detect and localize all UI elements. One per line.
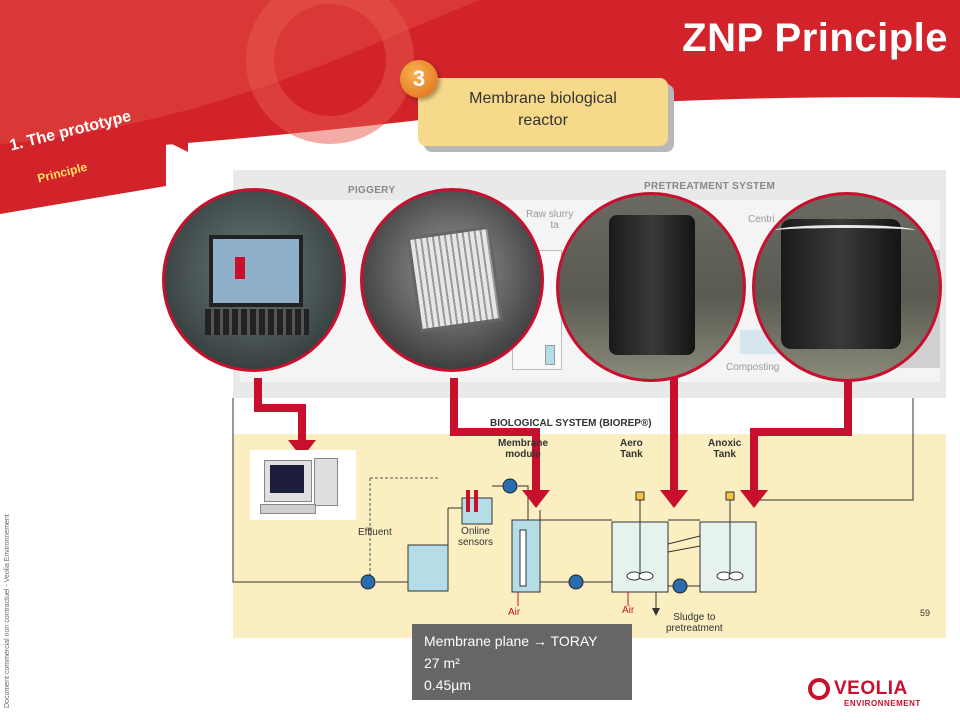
pretreatment-system-label: PRETREATMENT SYSTEM	[644, 181, 776, 192]
centrifuge-label: Centri	[748, 214, 775, 225]
aerobic-tank-line2: Tank	[620, 449, 643, 460]
online-sensors-line1: Online	[461, 526, 490, 537]
membrane-module-label: Membrane module	[498, 438, 548, 460]
membrane-module-line1: Membrane	[498, 438, 549, 449]
raw-slurry-line1: Raw slurry	[526, 209, 574, 220]
step-number-badge: 3	[400, 60, 438, 98]
step-box: Membrane biological reactor	[418, 78, 668, 146]
page-title: ZNP Principle	[682, 16, 948, 60]
side-disclaimer: Document commercial non contractuel - Ve…	[4, 514, 11, 708]
membrane-module-photo	[360, 188, 544, 372]
aerobic-tank-photo	[556, 192, 746, 382]
composting-label: Composting	[726, 362, 780, 373]
sludge-line1: Sludge to	[673, 612, 716, 623]
sludge-line2: pretreatment	[666, 623, 723, 634]
piggery-label: PIGGERY	[348, 185, 396, 196]
effluent-label: Effluent	[358, 527, 392, 538]
anoxic-tank-line1: Anoxic	[708, 438, 742, 449]
logo-subtitle: ENVIRONNEMENT	[844, 699, 921, 708]
step-label-line1: Membrane biological	[469, 90, 617, 107]
air-label-2: Air	[622, 605, 635, 616]
aerobic-tank-line1: Aero	[620, 438, 643, 449]
air-label-1: Air	[508, 607, 521, 618]
online-sensors-label: Online sensors	[458, 526, 493, 548]
raw-slurry-label: Raw slurry ta	[526, 209, 573, 231]
step-label-line2: reactor	[518, 112, 568, 129]
anoxic-tank-photo	[752, 192, 942, 382]
anoxic-tank-label: Anoxic Tank	[708, 438, 741, 460]
logo-name: VEOLIA	[834, 678, 908, 699]
computer-icon	[250, 450, 356, 520]
sludge-label: Sludge to pretreatment	[666, 612, 723, 634]
membrane-module-line2: module	[505, 449, 541, 460]
anoxic-tank-line2: Tank	[713, 449, 736, 460]
membrane-info-line2: 27 m²	[424, 655, 460, 671]
membrane-info-box: Membrane plane → TORAY 27 m² 0.45µm	[412, 624, 632, 700]
control-panel-photo	[162, 188, 346, 372]
page-number: 59	[920, 608, 931, 618]
veolia-logo-icon	[808, 678, 830, 700]
biological-system-label: BIOLOGICAL SYSTEM (BIOREP®)	[490, 418, 652, 429]
aerobic-tank-label: Aero Tank	[620, 438, 643, 460]
membrane-info-line1: Membrane plane → TORAY	[424, 633, 598, 649]
membrane-info-line3: 0.45µm	[424, 677, 471, 693]
online-sensors-line2: sensors	[458, 537, 494, 548]
raw-slurry-level	[545, 345, 555, 365]
raw-slurry-line2: ta	[550, 220, 559, 231]
